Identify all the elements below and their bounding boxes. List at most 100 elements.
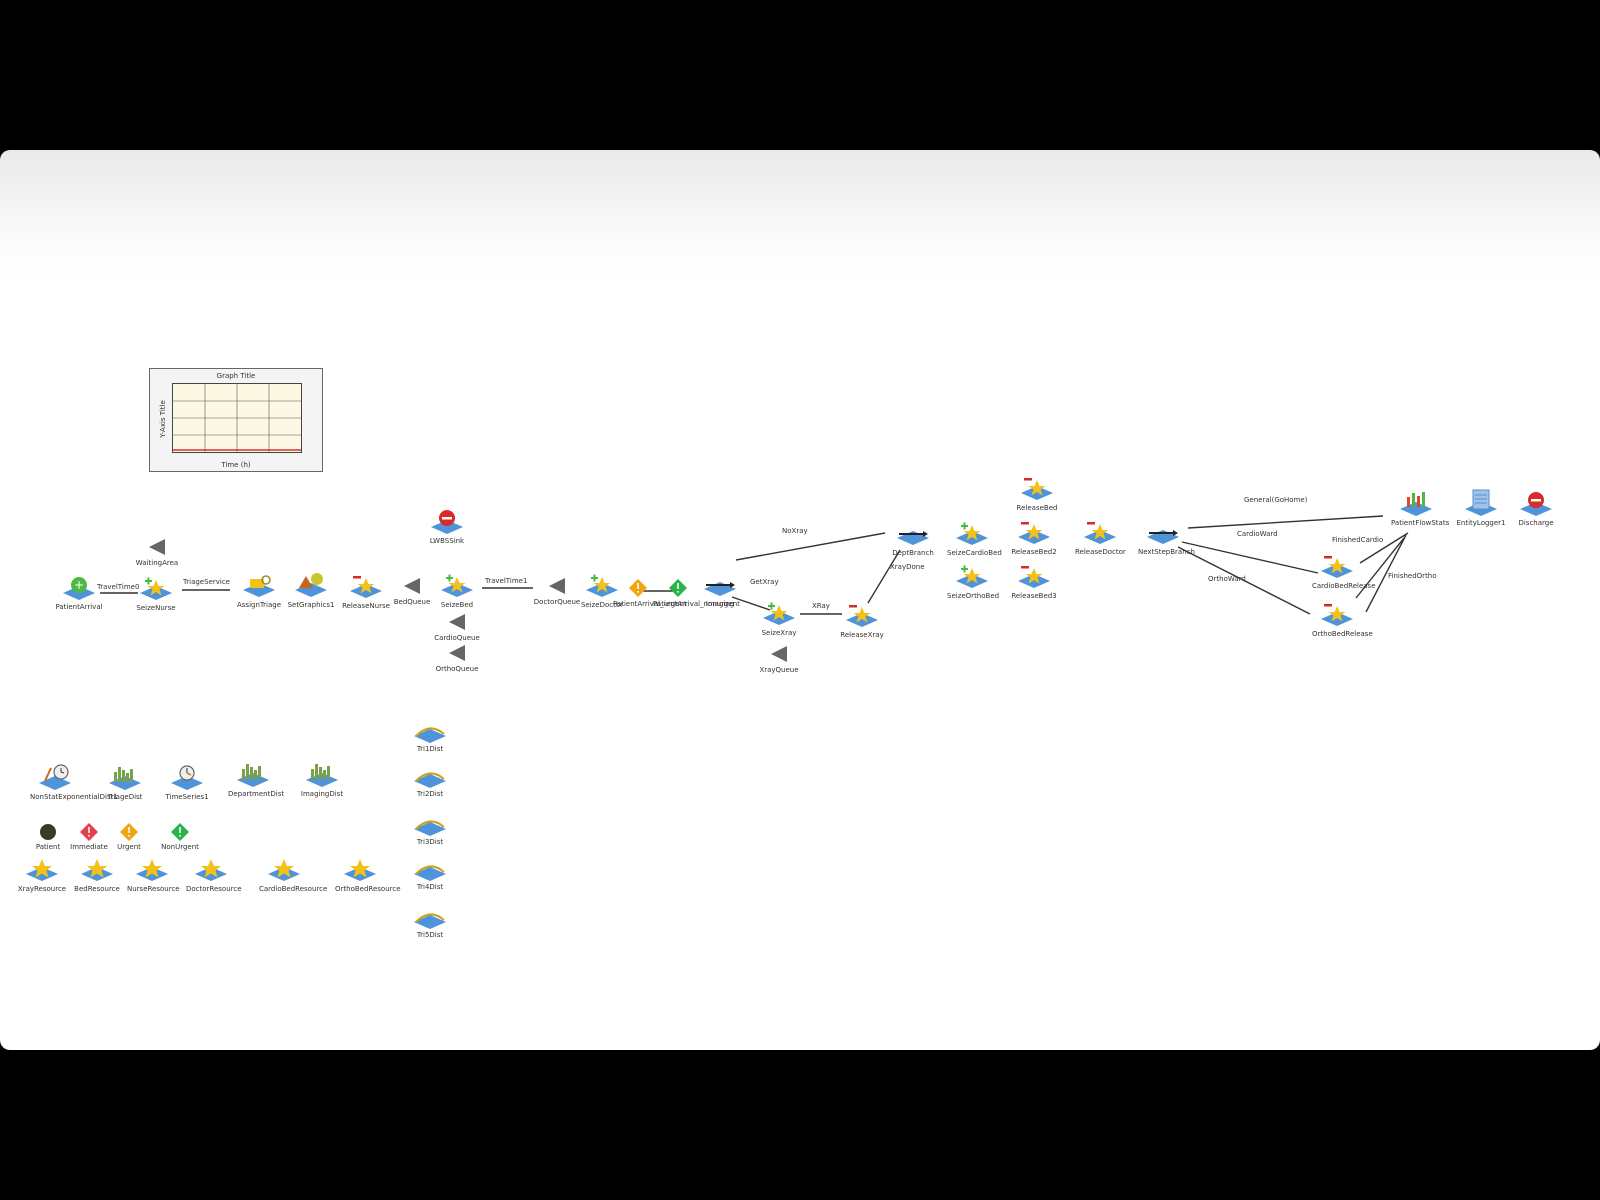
connector-cardio-ward[interactable] <box>1181 541 1319 574</box>
library-entity-item[interactable]: Urgent <box>104 822 154 851</box>
release-bed2-node[interactable]: ReleaseBed2 <box>1009 519 1059 556</box>
dept-branch-node[interactable]: DeptBranch <box>888 522 938 557</box>
entity-sink-icon <box>1520 492 1552 516</box>
library-tri-dist-item[interactable]: Tri4Dist <box>405 858 455 891</box>
seize-cardio-bed-label: SeizeCardioBed <box>947 549 1002 557</box>
label-xray-done: XrayDone <box>890 563 925 571</box>
seize-doctor-label: SeizeDoctor <box>580 601 624 609</box>
library-resource-item[interactable]: CardioBedResource <box>259 856 327 893</box>
connector-get-xray[interactable] <box>731 596 771 611</box>
release-nurse-node[interactable]: ReleaseNurse <box>341 573 391 610</box>
assign-triage-node[interactable]: AssignTriage <box>234 570 284 609</box>
seize-bed-node[interactable]: SeizeBed <box>432 572 482 609</box>
patient-arrival-nonurgent-node[interactable]: PatientArrival_nonurgent <box>653 577 740 608</box>
release-nurse-label: ReleaseNurse <box>342 602 390 610</box>
statistics-icon <box>1400 492 1432 516</box>
cardio-bed-release-node[interactable]: CardioBedRelease <box>1312 553 1376 590</box>
seize-icon <box>956 565 988 588</box>
patient-arrival-nonurgent-label: PatientArrival_nonurgent <box>653 600 740 608</box>
label-cardio-ward: CardioWard <box>1237 530 1278 538</box>
svg-text:+: + <box>74 578 84 592</box>
waiting-area-node[interactable]: WaitingArea <box>132 536 182 567</box>
entity-sink-icon <box>431 510 463 534</box>
seize-icon <box>140 577 172 600</box>
urgent-diamond-icon <box>120 823 138 841</box>
library-tri-dist-item[interactable]: Tri2Dist <box>405 765 455 798</box>
cardio-queue-node[interactable]: CardioQueue <box>432 611 482 642</box>
library-resource-item[interactable]: BedResource <box>72 856 122 893</box>
histogram-icon <box>306 764 338 787</box>
library-entity-item[interactable]: NonUrgent <box>155 822 205 851</box>
ortho-queue-node[interactable]: OrthoQueue <box>432 642 482 673</box>
release-xray-node[interactable]: ReleaseXray <box>837 602 887 639</box>
bed-queue-node[interactable]: BedQueue <box>387 575 437 606</box>
patient-flow-stats-node[interactable]: PatientFlowStats <box>1391 488 1449 527</box>
seize-cardio-bed-node[interactable]: SeizeCardioBed <box>947 520 1002 557</box>
resource-star-icon <box>26 859 58 881</box>
library-tri-dist-item[interactable]: Tri5Dist <box>405 906 455 939</box>
seize-ortho-bed-node[interactable]: SeizeOrthoBed <box>947 563 999 600</box>
connector-no-xray[interactable] <box>735 532 886 561</box>
library-distribution-item[interactable]: ImagingDist <box>297 759 347 798</box>
label-travel-time0: TravelTime0 <box>97 583 140 591</box>
tri-dist-label: Tri2Dist <box>416 790 444 798</box>
release-doctor-node[interactable]: ReleaseDoctor <box>1075 519 1126 556</box>
imaging-node[interactable]: Imaging <box>695 573 745 608</box>
release-bed-node[interactable]: ReleaseBed <box>1012 475 1062 512</box>
connector-xray-done[interactable] <box>867 549 901 604</box>
entity-logger-node[interactable]: EntityLogger1 <box>1456 488 1506 527</box>
immediate-diamond-icon <box>80 823 98 841</box>
xray-queue-node[interactable]: XrayQueue <box>754 643 804 674</box>
connector-cardio-to-stats[interactable] <box>1355 537 1405 599</box>
library-resource-item[interactable]: NurseResource <box>127 856 180 893</box>
graph-widget[interactable]: Graph Title Y-Axis Title Time (h) <box>149 368 323 472</box>
entity-logger-label: EntityLogger1 <box>1456 519 1506 527</box>
model-canvas[interactable]: TravelTime0 TriageService TravelTime1 No… <box>0 150 1600 1050</box>
discharge-node[interactable]: Discharge <box>1511 488 1561 527</box>
doctor-queue-node[interactable]: DoctorQueue <box>532 575 582 606</box>
seize-doctor-node[interactable]: SeizeDoctor <box>577 572 627 609</box>
entity-label: Patient <box>35 843 61 851</box>
distribution-label: TimeSeries1 <box>165 793 209 801</box>
library-distribution-item[interactable]: NonStatExponentialDist1 <box>30 762 118 801</box>
ortho-bed-release-node[interactable]: OrthoBedRelease <box>1312 601 1373 638</box>
release-bed3-node[interactable]: ReleaseBed3 <box>1009 563 1059 600</box>
resource-star-icon <box>81 859 113 881</box>
branch-icon <box>1147 530 1179 544</box>
patient-arrival-node[interactable]: + PatientArrival <box>54 572 104 611</box>
library-entity-item[interactable]: Patient <box>23 822 73 851</box>
seize-xray-node[interactable]: SeizeXray <box>754 600 804 637</box>
library-resource-item[interactable]: DoctorResource <box>186 856 242 893</box>
connector-finished-ortho[interactable] <box>1365 534 1407 613</box>
library-tri-dist-item[interactable]: Tri3Dist <box>405 813 455 846</box>
library-resource-item[interactable]: XrayResource <box>17 856 67 893</box>
next-step-branch-node[interactable]: NextStepBranch <box>1138 521 1195 556</box>
set-graphics-node[interactable]: SetGraphics1 <box>286 568 336 609</box>
library-distribution-item[interactable]: DepartmentDist <box>228 759 284 798</box>
ortho-bed-release-label: OrthoBedRelease <box>1312 630 1373 638</box>
tri-dist-label: Tri4Dist <box>416 883 444 891</box>
seize-bed-label: SeizeBed <box>440 601 474 609</box>
label-finished-ortho: FinishedOrtho <box>1388 572 1437 580</box>
label-travel-time1: TravelTime1 <box>485 577 528 585</box>
entity-generator-icon: + <box>63 577 95 600</box>
patient-arrival-urgent-node[interactable]: PatientArrival_urgent <box>613 577 687 608</box>
set-graphics-label: SetGraphics1 <box>287 601 335 609</box>
distribution-curve-icon <box>414 772 446 788</box>
waiting-area-label: WaitingArea <box>135 559 179 567</box>
library-distribution-item[interactable]: TriageDist <box>100 762 150 801</box>
library-resource-item[interactable]: OrthoBedResource <box>335 856 401 893</box>
library-tri-dist-item[interactable]: Tri1Dist <box>405 720 455 753</box>
library-distribution-item[interactable]: TimeSeries1 <box>162 762 212 801</box>
lwbs-sink-node[interactable]: LWBSSink <box>422 506 472 545</box>
connector-general[interactable] <box>1187 515 1384 529</box>
library-entity-item[interactable]: Immediate <box>64 822 114 851</box>
connector-ortho-ward[interactable] <box>1177 546 1311 615</box>
release-icon <box>1021 478 1053 500</box>
histogram-icon <box>237 764 269 787</box>
label-finished-cardio: FinishedCardio <box>1332 536 1384 544</box>
connector-finished-cardio[interactable] <box>1359 532 1409 564</box>
entity-label: Urgent <box>117 843 141 851</box>
seize-icon <box>586 574 618 597</box>
seize-nurse-node[interactable]: SeizeNurse <box>131 575 181 612</box>
